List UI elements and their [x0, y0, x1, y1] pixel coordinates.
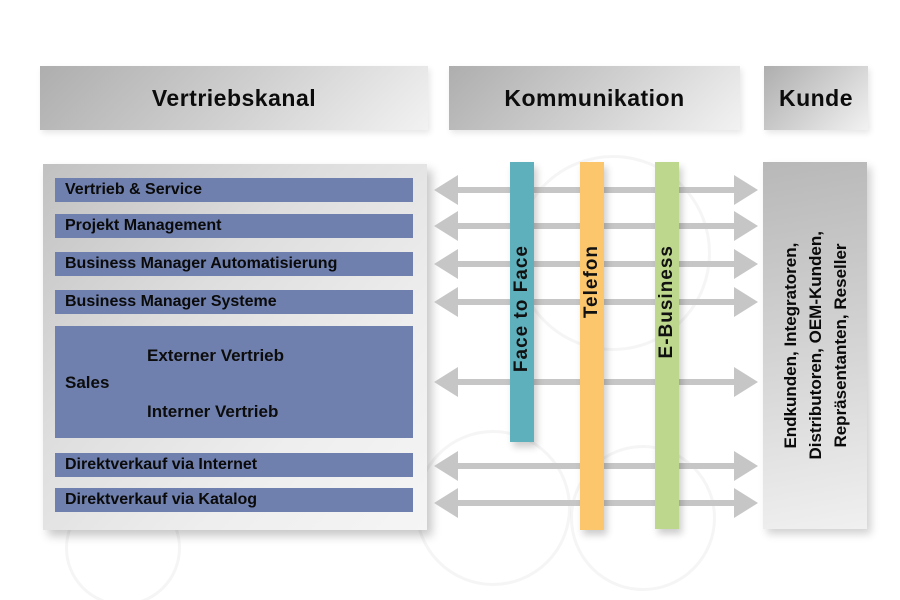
- header-kommunikation: Kommunikation: [449, 66, 740, 130]
- channel-bar-vertrieb-service: Vertrieb & Service: [55, 178, 413, 202]
- channel-bar-label: Direktverkauf via Katalog: [65, 491, 258, 508]
- telefon-label: Telefon: [581, 245, 602, 319]
- arrow-right-head-icon: [734, 175, 758, 205]
- header-kunde: Kunde: [764, 66, 868, 130]
- header-vertriebskanal: Vertriebskanal: [40, 66, 428, 130]
- channel-bar-business-manager-systeme: Business Manager Systeme: [55, 290, 413, 314]
- vertriebskanal-panel: Vertrieb & Service Projekt Management Bu…: [43, 164, 427, 530]
- channel-bar-label: Vertrieb & Service: [65, 181, 202, 198]
- channel-bar-label: Business Manager Systeme: [65, 293, 277, 310]
- e-business-bar: E-Business: [655, 162, 679, 529]
- e-business-label: E-Business: [656, 245, 677, 359]
- arrow-right-head-icon: [734, 488, 758, 518]
- face-to-face-bar: Face to Face: [510, 162, 534, 442]
- channel-bar-business-manager-automatisierung: Business Manager Automatisierung: [55, 252, 413, 276]
- interner-vertrieb-label: Interner Vertrieb: [147, 402, 279, 421]
- arrow-right-head-icon: [734, 287, 758, 317]
- telefon-bar: Telefon: [580, 162, 604, 530]
- sales-label: Sales: [65, 373, 110, 392]
- arrow-right-head-icon: [734, 249, 758, 279]
- externer-vertrieb-label: Externer Vertrieb: [147, 346, 285, 365]
- channel-bar-label: Business Manager Automatisierung: [65, 255, 338, 272]
- channel-bar-direktverkauf-internet: Direktverkauf via Internet: [55, 453, 413, 477]
- kunde-panel: Endkunden, Integratoren, Distributoren, …: [763, 162, 867, 529]
- arrow-right-head-icon: [734, 211, 758, 241]
- channel-bar-projekt-management: Projekt Management: [55, 214, 413, 238]
- face-to-face-label: Face to Face: [511, 245, 532, 373]
- kunde-line: Distributoren, OEM-Kunden,: [805, 231, 825, 460]
- kunde-text: Endkunden, Integratoren, Distributoren, …: [778, 231, 853, 460]
- sales-box: Externer Vertrieb Sales Interner Vertrie…: [55, 326, 413, 438]
- arrow-right-head-icon: [734, 451, 758, 481]
- kunde-line: Repräsentanten, Reseller: [830, 243, 850, 448]
- arrow-right-head-icon: [734, 367, 758, 397]
- channel-bar-label: Projekt Management: [65, 217, 222, 234]
- decorative-circle: [570, 445, 716, 591]
- channel-bar-direktverkauf-katalog: Direktverkauf via Katalog: [55, 488, 413, 512]
- kunde-line: Endkunden, Integratoren,: [780, 242, 800, 449]
- channel-bar-label: Direktverkauf via Internet: [65, 456, 258, 473]
